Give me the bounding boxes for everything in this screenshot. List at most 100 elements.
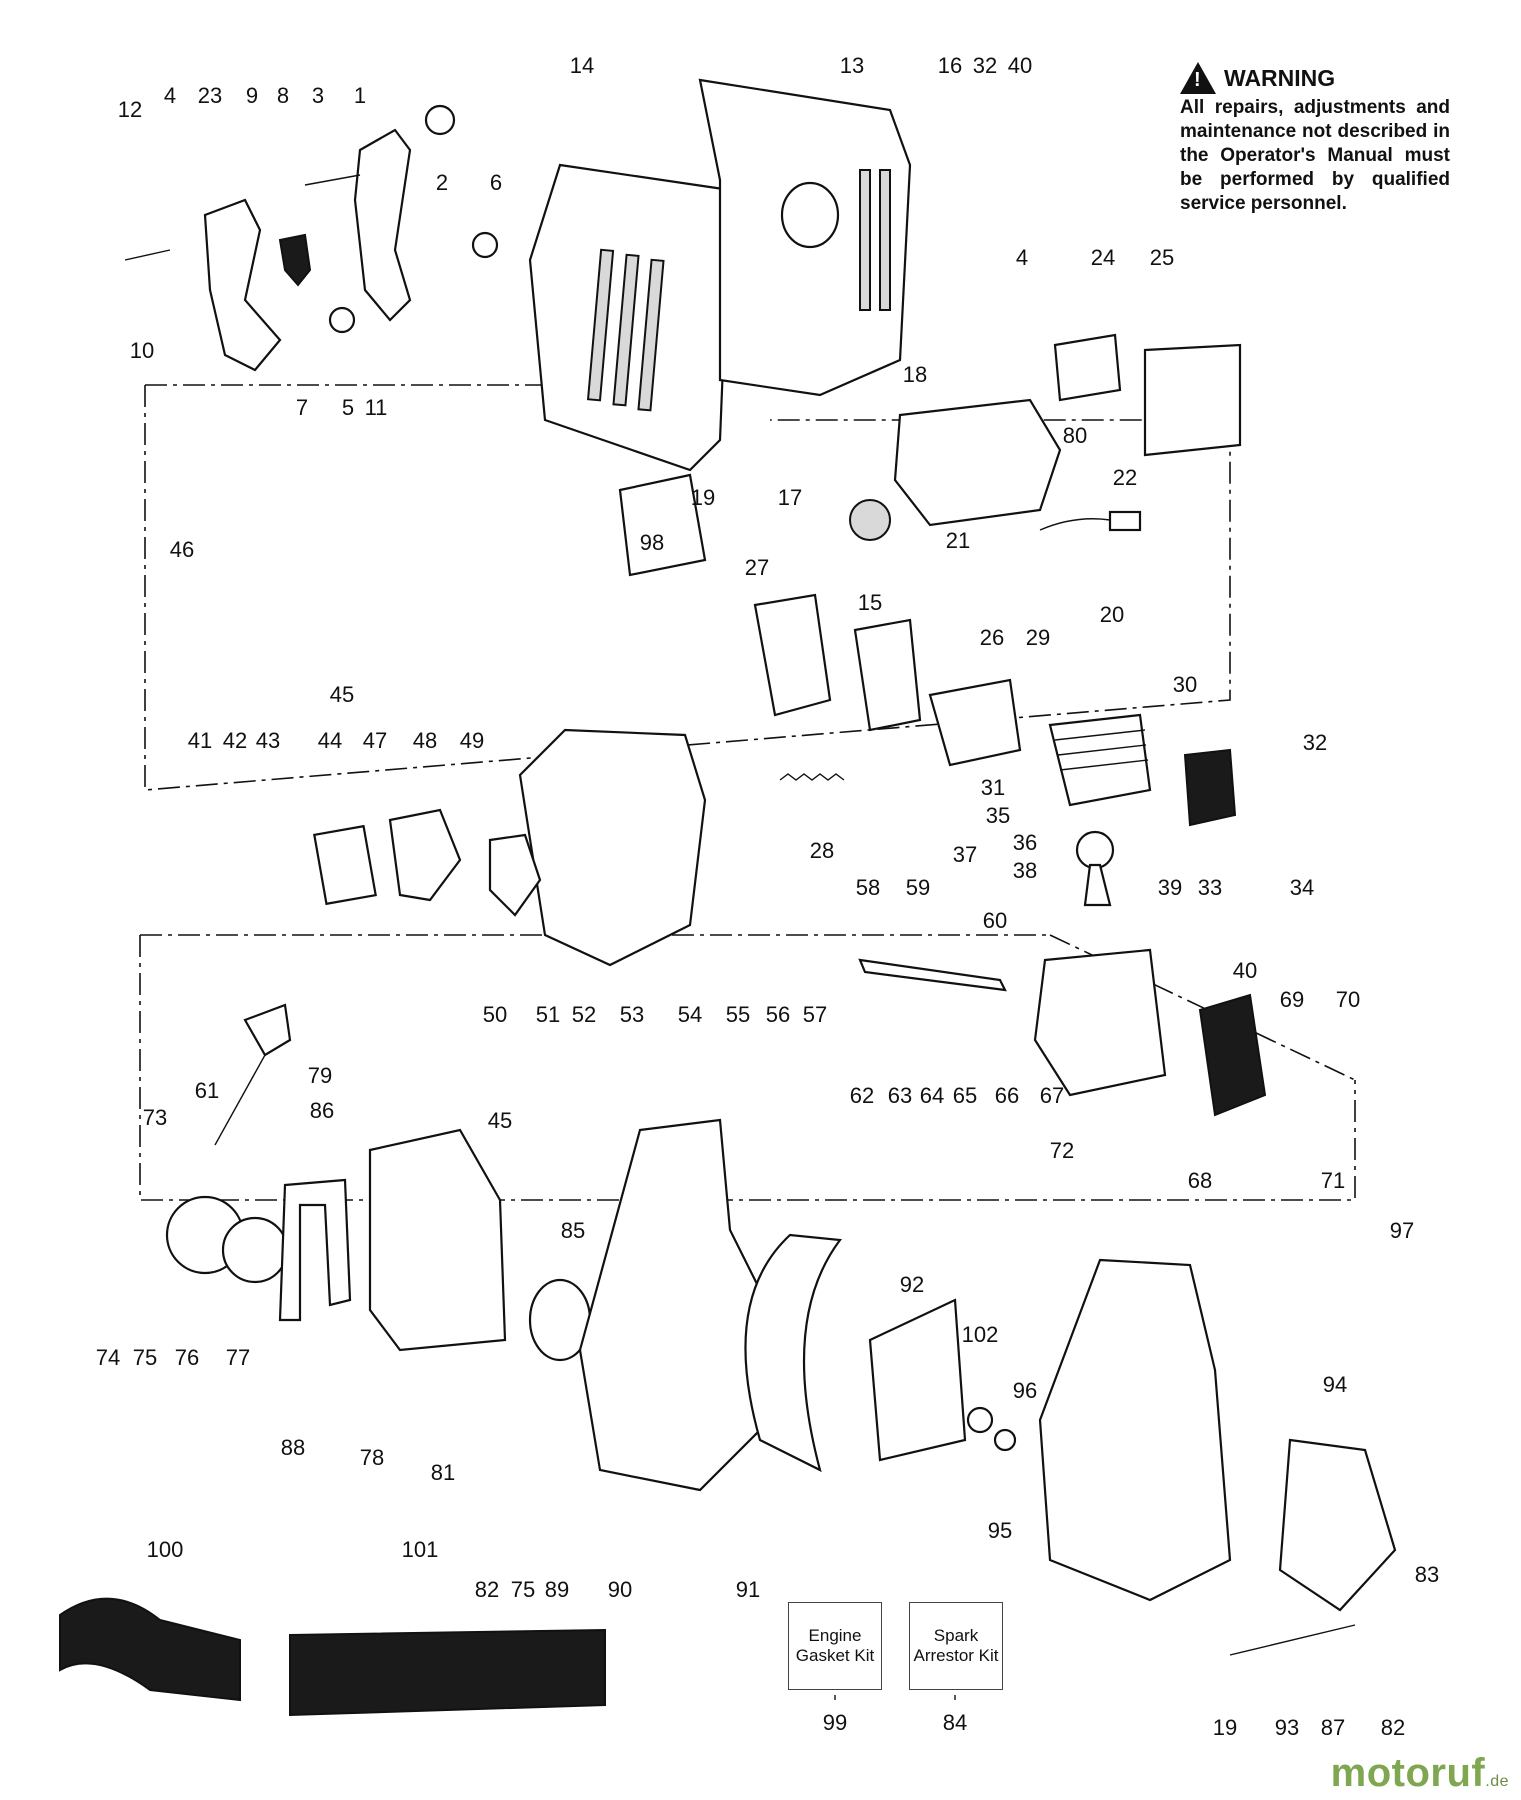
connecting-rod xyxy=(1083,863,1112,907)
spark-arrestor-kit-label: Spark Arrestor Kit xyxy=(913,1626,999,1665)
nut xyxy=(993,1428,1017,1452)
label-40b: 40 xyxy=(1233,958,1257,983)
label-16: 16 xyxy=(938,53,962,78)
warning-title-row: WARNING xyxy=(1180,62,1450,94)
label-53: 53 xyxy=(620,1002,644,1027)
label-25: 25 xyxy=(1150,245,1174,270)
impeller xyxy=(868,1298,967,1462)
label-14: 14 xyxy=(570,53,594,78)
label-95: 95 xyxy=(988,1518,1012,1543)
label-22: 22 xyxy=(1113,465,1137,490)
label-18: 18 xyxy=(903,362,927,387)
label-30: 30 xyxy=(1173,672,1197,697)
isolator-mid xyxy=(471,231,499,259)
label-52: 52 xyxy=(572,1002,596,1027)
label-64: 64 xyxy=(920,1083,944,1108)
label-32a: 32 xyxy=(973,53,997,78)
gasket-plate xyxy=(618,473,707,577)
label-19b: 19 xyxy=(1213,1715,1237,1740)
filter-plate xyxy=(1053,333,1122,402)
label-54: 54 xyxy=(678,1002,702,1027)
bracket xyxy=(278,1178,352,1322)
fuel-filter xyxy=(1108,510,1142,532)
label-89: 89 xyxy=(545,1577,569,1602)
engine-shroud xyxy=(528,78,912,472)
crankshaft xyxy=(858,958,1007,992)
label-41: 41 xyxy=(188,728,212,753)
handle-grip-left xyxy=(203,198,282,372)
label-35: 35 xyxy=(986,803,1010,828)
label-50: 50 xyxy=(483,1002,507,1027)
label-23: 23 xyxy=(198,83,222,108)
label-28: 28 xyxy=(810,838,834,863)
washer xyxy=(966,1406,994,1434)
label-56: 56 xyxy=(766,1002,790,1027)
engine-gasket-kit-label: Engine Gasket Kit xyxy=(795,1626,875,1665)
label-80: 80 xyxy=(1063,423,1087,448)
label-6: 6 xyxy=(490,170,502,195)
label-4a: 4 xyxy=(164,83,176,108)
label-102: 102 xyxy=(962,1322,999,1347)
label-4b: 4 xyxy=(1016,245,1028,270)
label-61: 61 xyxy=(195,1078,219,1103)
label-2: 2 xyxy=(436,170,448,195)
label-29: 29 xyxy=(1026,625,1050,650)
ignition-module xyxy=(1183,748,1237,827)
label-33: 33 xyxy=(1198,875,1222,900)
label-81: 81 xyxy=(431,1460,455,1485)
volute-band xyxy=(744,1233,843,1473)
label-5: 5 xyxy=(342,395,354,420)
label-15: 15 xyxy=(858,590,882,615)
air-filter-element xyxy=(893,398,1062,527)
label-63: 63 xyxy=(888,1083,912,1108)
label-19a: 19 xyxy=(691,485,715,510)
piston xyxy=(1075,830,1115,870)
carburetor xyxy=(388,808,462,902)
label-38: 38 xyxy=(1013,858,1037,883)
label-44: 44 xyxy=(318,728,342,753)
shroud-vents xyxy=(586,169,891,412)
label-67: 67 xyxy=(1040,1083,1064,1108)
isolator-low xyxy=(328,306,356,334)
label-47: 47 xyxy=(363,728,387,753)
label-31: 31 xyxy=(981,775,1005,800)
label-92: 92 xyxy=(900,1272,924,1297)
label-39: 39 xyxy=(1158,875,1182,900)
fan-housing-front xyxy=(1038,1258,1232,1602)
label-70: 70 xyxy=(1336,987,1360,1012)
label-90: 90 xyxy=(608,1577,632,1602)
label-69: 69 xyxy=(1280,987,1304,1012)
label-86: 86 xyxy=(310,1098,334,1123)
handle-grip-right xyxy=(353,128,412,322)
handle-assembly xyxy=(124,104,499,372)
label-49: 49 xyxy=(460,728,484,753)
label-1: 1 xyxy=(354,83,366,108)
label-75b: 75 xyxy=(511,1577,535,1602)
label-45a: 45 xyxy=(330,682,354,707)
label-3: 3 xyxy=(312,83,324,108)
fan-housing-rear xyxy=(578,1118,762,1492)
shroud-port xyxy=(780,181,840,249)
label-51: 51 xyxy=(536,1002,560,1027)
label-65: 65 xyxy=(953,1083,977,1108)
label-101: 101 xyxy=(402,1537,439,1562)
cover-front xyxy=(1278,1438,1397,1612)
fuel-tank xyxy=(518,728,707,967)
warning-notice: WARNING All repairs, adjustments and mai… xyxy=(1180,62,1450,216)
label-66: 66 xyxy=(995,1083,1019,1108)
blower-assembly xyxy=(165,1003,1397,1656)
spark-arrestor-kit-box: Spark Arrestor Kit xyxy=(909,1602,1003,1690)
watermark-domain: .de xyxy=(1485,1773,1509,1790)
cylinder xyxy=(1048,713,1152,807)
label-98: 98 xyxy=(640,530,664,555)
starter-handle xyxy=(243,1003,292,1057)
label-37: 37 xyxy=(953,842,977,867)
label-26: 26 xyxy=(980,625,1004,650)
starter-spring xyxy=(221,1216,289,1284)
engine-assembly xyxy=(313,473,1267,1117)
crankcase xyxy=(1033,948,1167,1097)
label-7: 7 xyxy=(296,395,308,420)
label-57: 57 xyxy=(803,1002,827,1027)
fuel-line xyxy=(1039,518,1111,531)
label-59: 59 xyxy=(906,875,930,900)
